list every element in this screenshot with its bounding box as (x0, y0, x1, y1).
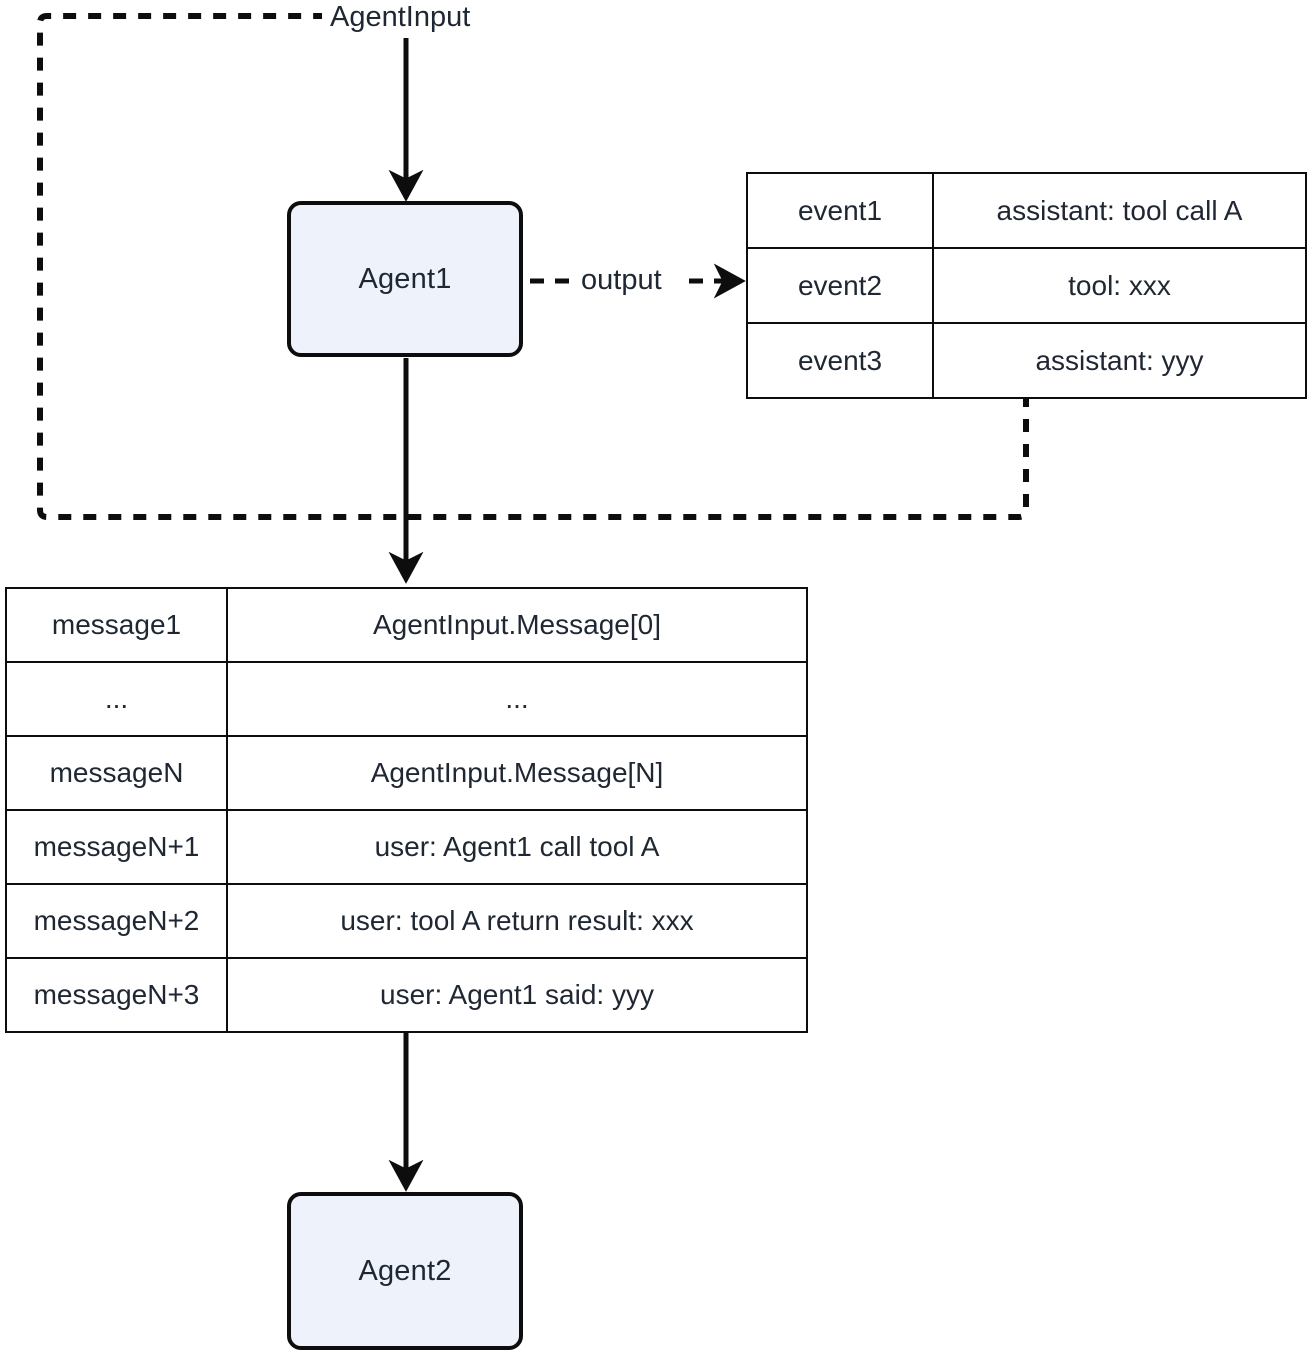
event-value: assistant: tool call A (932, 172, 1307, 249)
messages-table-body: message1 AgentInput.Message[0] ... ... m… (5, 587, 808, 1033)
events-table-body: event1 assistant: tool call A event2 too… (746, 172, 1307, 399)
output-label: output (581, 264, 662, 296)
message-value: ... (226, 661, 808, 737)
event-value: tool: xxx (932, 247, 1307, 324)
message-key: messageN (5, 735, 228, 811)
message-value: user: Agent1 call tool A (226, 809, 808, 885)
table-row: messageN AgentInput.Message[N] (5, 735, 808, 811)
event-key: event1 (746, 172, 934, 249)
agent2-label: Agent2 (358, 1254, 452, 1287)
agent1-node[interactable]: Agent1 (287, 201, 523, 357)
message-value: AgentInput.Message[0] (226, 587, 808, 663)
message-key: messageN+3 (5, 957, 228, 1033)
message-key: messageN+2 (5, 883, 228, 959)
messages-table: message1 AgentInput.Message[0] ... ... m… (5, 587, 808, 1033)
message-key: messageN+1 (5, 809, 228, 885)
table-row: messageN+1 user: Agent1 call tool A (5, 809, 808, 885)
message-value: user: Agent1 said: yyy (226, 957, 808, 1033)
table-row: ... ... (5, 661, 808, 737)
table-row: messageN+3 user: Agent1 said: yyy (5, 957, 808, 1033)
event-key: event2 (746, 247, 934, 324)
table-row: event2 tool: xxx (746, 247, 1307, 324)
agent1-label: Agent1 (358, 262, 452, 295)
message-value: AgentInput.Message[N] (226, 735, 808, 811)
table-row: messageN+2 user: tool A return result: x… (5, 883, 808, 959)
agent2-node[interactable]: Agent2 (287, 1192, 523, 1350)
message-key: ... (5, 661, 228, 737)
message-value: user: tool A return result: xxx (226, 883, 808, 959)
table-row: event3 assistant: yyy (746, 322, 1307, 399)
table-row: event1 assistant: tool call A (746, 172, 1307, 249)
table-row: message1 AgentInput.Message[0] (5, 587, 808, 663)
events-table: event1 assistant: tool call A event2 too… (746, 172, 1307, 399)
event-key: event3 (746, 322, 934, 399)
message-key: message1 (5, 587, 228, 663)
event-value: assistant: yyy (932, 322, 1307, 399)
agent-input-label: AgentInput (330, 1, 471, 33)
